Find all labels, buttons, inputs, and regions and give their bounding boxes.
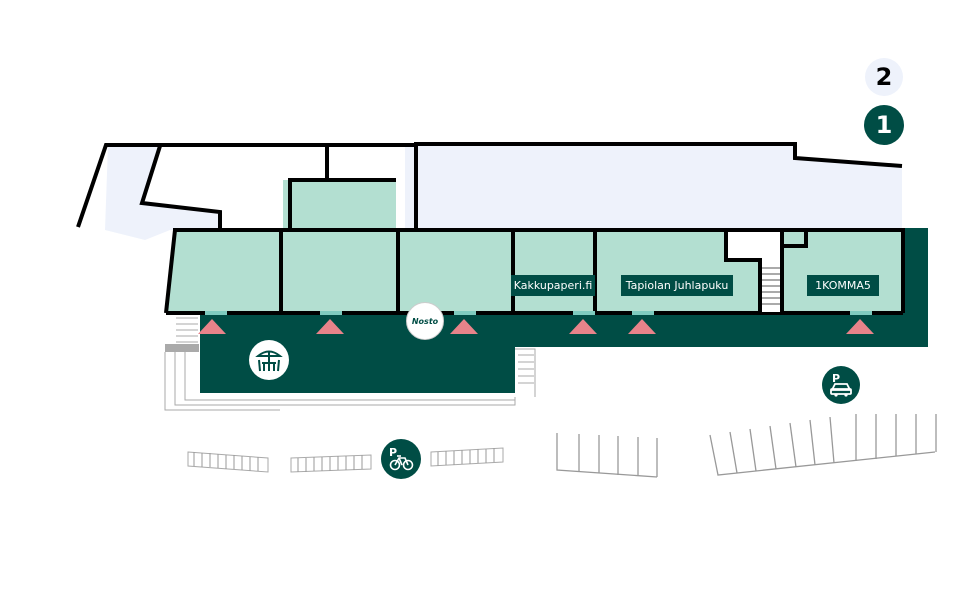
store-unit-1komma5[interactable] (783, 230, 903, 312)
store-unit-2[interactable] (283, 180, 400, 312)
entrance-arrow-icon (316, 311, 344, 334)
floor-1-label: 1 (875, 111, 893, 139)
nosto-logo-text: Nosto (411, 316, 439, 326)
car-parking-spaces (556, 414, 937, 478)
store-unit-1[interactable] (167, 230, 280, 312)
svg-text:P: P (389, 446, 397, 459)
terrace-icon[interactable] (249, 340, 289, 380)
entrance-arrow-icon (628, 311, 656, 334)
entrance-arrows (198, 311, 874, 334)
corridor-right-strip (905, 228, 928, 347)
bike-parking-icon[interactable]: P (381, 439, 421, 479)
wall-store-2-top (288, 178, 396, 230)
store-unit-juhlapuku[interactable] (596, 230, 760, 312)
wall-store-row (173, 228, 905, 313)
corridor-lower (200, 345, 515, 393)
bike-racks (187, 447, 504, 473)
bike-rack (187, 451, 269, 473)
floor-2-button[interactable]: 2 (865, 58, 903, 96)
wall-stair-box-right (782, 230, 808, 248)
wall-outer-top (76, 142, 903, 228)
store-label-kakkupaperi[interactable]: Kakkupaperi.fi (511, 275, 595, 296)
car-parking-icon[interactable]: P (822, 366, 860, 404)
nosto-logo: Nosto (406, 302, 444, 340)
outdoor-stairs (164, 317, 536, 411)
corridor-upper (200, 313, 928, 347)
svg-text:P: P (832, 372, 840, 385)
store-label-1komma5[interactable]: 1KOMMA5 (807, 275, 879, 296)
store-unit-3[interactable] (398, 230, 512, 312)
background-building-areas (105, 145, 902, 240)
floor-2-label: 2 (875, 63, 893, 91)
wall-stair-box (724, 230, 762, 313)
wall-left-inner (139, 145, 222, 230)
entrance-arrow-icon (198, 311, 227, 334)
bike-rack (290, 454, 372, 473)
bike-rack (430, 447, 504, 467)
stairs-icon (762, 262, 780, 312)
background-area (105, 145, 902, 240)
store-label-tapiolan-juhlapuku[interactable]: Tapiolan Juhlapuku (621, 275, 733, 296)
entrance-arrow-icon (450, 311, 478, 334)
wall-store-left (164, 229, 177, 314)
walls (76, 142, 905, 315)
floor-1-button[interactable]: 1 (864, 105, 904, 145)
entrance-arrow-icon (569, 311, 597, 334)
store-unit-kakkupaperi[interactable] (514, 230, 594, 312)
entrance-arrow-icon (846, 311, 874, 334)
